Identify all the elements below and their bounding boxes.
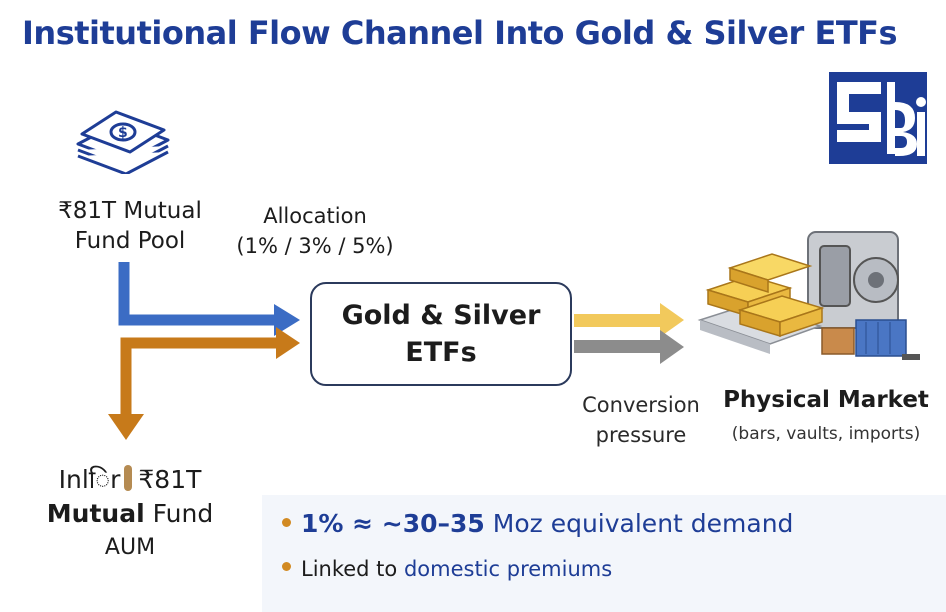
gold-bars-vault-icon bbox=[697, 231, 920, 360]
aum-line3: AUM bbox=[104, 535, 156, 560]
bullet-premiums-lead: Linked to bbox=[301, 557, 404, 581]
allocation-label: Allocation (1% / 3% / 5%) bbox=[230, 201, 400, 261]
conversion-label: Conversion pressure bbox=[566, 390, 716, 450]
etf-line2: ETFs bbox=[405, 337, 477, 368]
aum-mutual: Mutual bbox=[46, 499, 145, 528]
pool-label-line2: Fund Pool bbox=[74, 228, 186, 254]
conversion-line1: Conversion bbox=[582, 393, 700, 417]
grey-conversion-arrow bbox=[574, 340, 662, 353]
physical-market-subtitle: (bars, vaults, imports) bbox=[731, 424, 921, 444]
aum-line2: Mutual Fund bbox=[30, 497, 230, 531]
bullet-demand: 1% ≈ ~30–35 Moz equivalent demand bbox=[282, 509, 793, 538]
grey-arrow-head bbox=[660, 330, 684, 364]
bullet-dot bbox=[282, 518, 291, 527]
orange-arrow-head-left bbox=[276, 327, 300, 359]
summary-panel: 1% ≈ ~30–35 Moz equivalent demand Linked… bbox=[262, 495, 946, 612]
conversion-line2: pressure bbox=[595, 423, 687, 447]
etf-box: Gold & Silver ETFs bbox=[310, 282, 572, 386]
etf-line1: Gold & Silver bbox=[341, 300, 541, 331]
aum-prefix: Inlिr bbox=[58, 465, 121, 494]
sebi-logo bbox=[829, 72, 927, 164]
money-stack-icon: $ bbox=[76, 110, 170, 174]
allocation-line2: (1% / 3% / 5%) bbox=[236, 234, 394, 258]
gold-bar-icon bbox=[124, 465, 133, 491]
orange-return-arrow bbox=[120, 337, 278, 416]
bullet-demand-rest: Moz equivalent demand bbox=[484, 509, 794, 538]
aum-amount: ₹81T bbox=[138, 465, 202, 494]
bullet-demand-strong: 1% ≈ ~30–35 bbox=[301, 509, 485, 538]
physical-market-title: Physical Market bbox=[723, 387, 929, 413]
aum-line1: Inlिr ₹81T bbox=[30, 463, 230, 497]
etf-box-label: Gold & Silver ETFs bbox=[341, 297, 541, 371]
pool-label-line1: ₹81T Mutual bbox=[58, 198, 202, 224]
blue-arrow-head bbox=[274, 304, 300, 336]
blue-allocation-arrow bbox=[118, 262, 276, 326]
bullet-premiums-highlight: domestic premiums bbox=[403, 557, 613, 581]
gold-arrow-head bbox=[660, 303, 684, 337]
page-title: Institutional Flow Channel Into Gold & S… bbox=[22, 14, 898, 52]
svg-text:$: $ bbox=[118, 125, 128, 141]
bullet-premiums: Linked to domestic premiums bbox=[282, 557, 612, 581]
orange-arrow-head-down bbox=[108, 414, 144, 440]
aum-fund: Fund bbox=[152, 499, 214, 528]
bullet-dot bbox=[282, 562, 291, 571]
pool-label: ₹81T Mutual Fund Pool bbox=[40, 196, 220, 256]
gold-conversion-arrow bbox=[574, 314, 662, 327]
aum-label: Inlिr ₹81T Mutual Fund AUM bbox=[30, 463, 230, 565]
allocation-line1: Allocation bbox=[263, 204, 367, 228]
